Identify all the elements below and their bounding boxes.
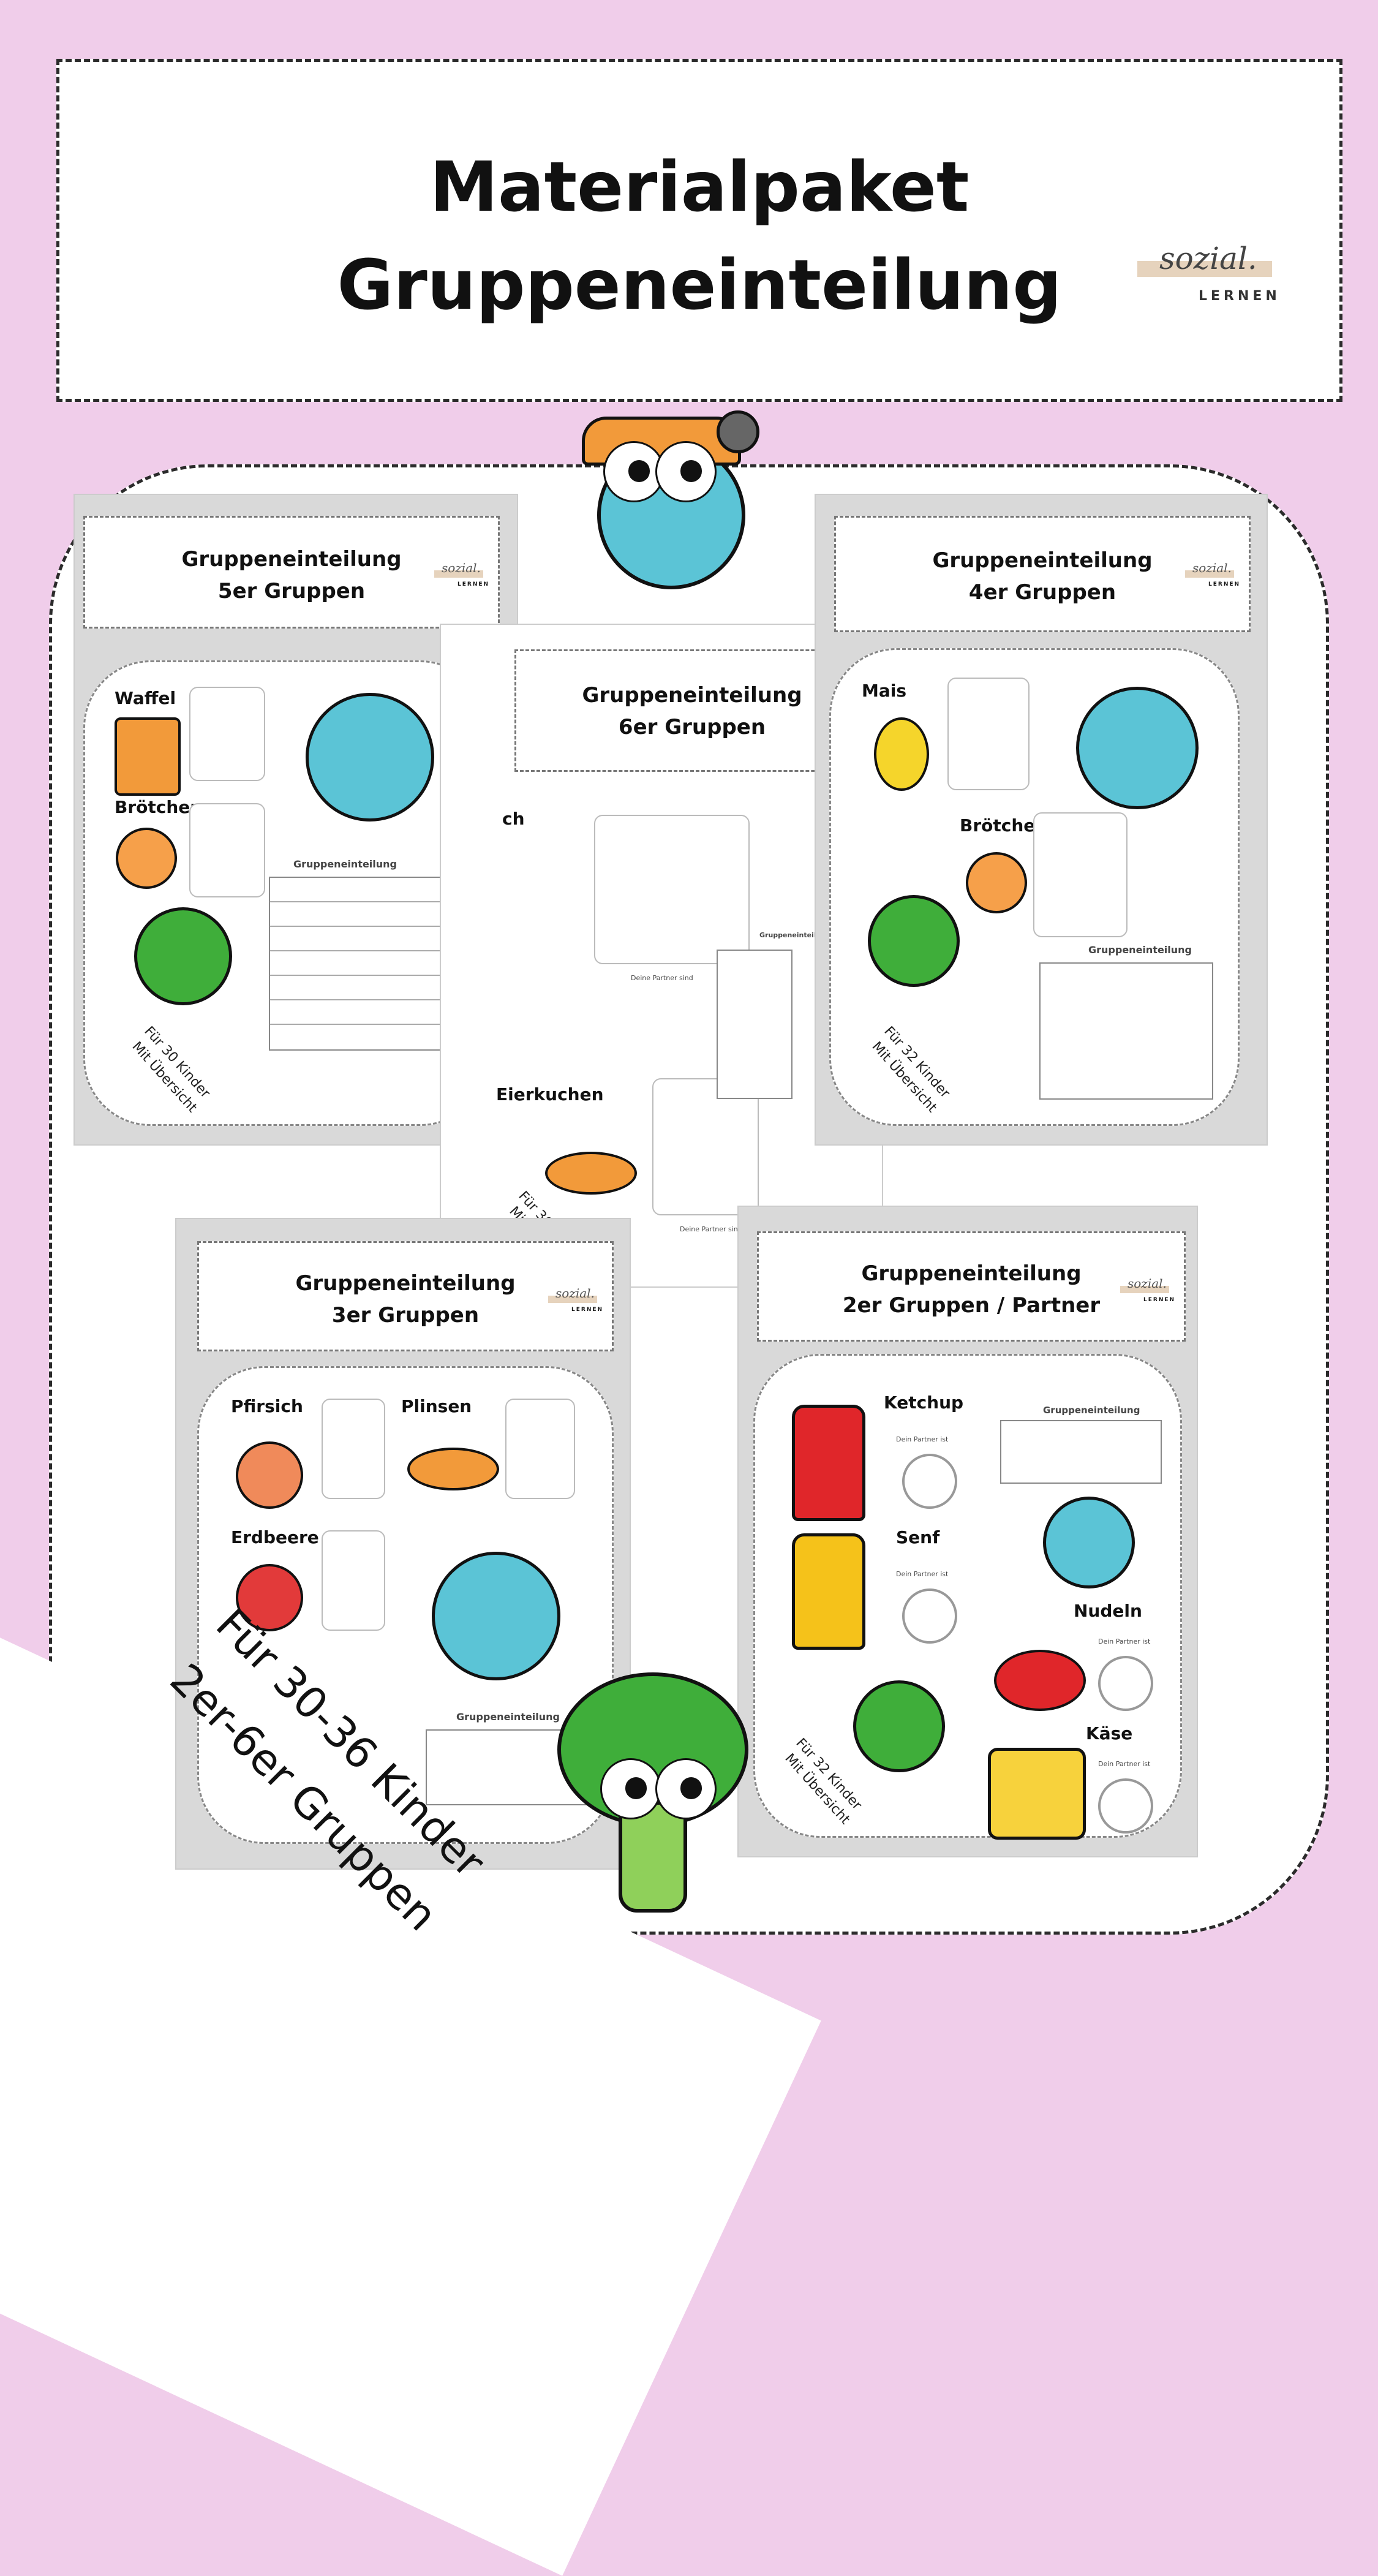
- s3-item-plinsen: Plinsen: [401, 1396, 472, 1416]
- s5-item-broetchen: Brötchen: [115, 797, 203, 817]
- sheet-3er: Gruppeneinteilung 3er Gruppen sozial.LER…: [176, 1219, 630, 1868]
- sheet-6er: Gruppeneinteilung 6er Gruppen ch Deine P…: [441, 625, 882, 1286]
- broccoli-mascot: [551, 1666, 753, 1913]
- mascot-top: [570, 404, 759, 589]
- title-box: Materialpaket Gruppeneinteilung sozial. …: [56, 59, 1342, 402]
- s6-item-eierkuchen: Eierkuchen: [496, 1084, 604, 1105]
- s5-item-waffel: Waffel: [115, 688, 176, 708]
- s3-item-erdbeere: Erdbeere: [231, 1527, 319, 1547]
- s6-title2: 6er Gruppen: [618, 715, 766, 739]
- sheet-2er: Gruppeneinteilung 2er Gruppen / Partner …: [739, 1207, 1197, 1856]
- title-line-1: Materialpaket: [429, 148, 969, 227]
- s2-title1: Gruppeneinteilung: [861, 1261, 1082, 1286]
- s2-item-ketchup: Ketchup: [884, 1392, 964, 1413]
- s4-item-mais: Mais: [862, 681, 907, 701]
- sheet-4er: Gruppeneinteilung 4er Gruppen sozial.LER…: [816, 495, 1267, 1144]
- s5-title1: Gruppeneinteilung: [181, 547, 402, 572]
- s3-title1: Gruppeneinteilung: [295, 1271, 516, 1296]
- s2-item-senf: Senf: [896, 1527, 940, 1547]
- s2-title2: 2er Gruppen / Partner: [842, 1293, 1101, 1318]
- logo-script: sozial.: [1159, 241, 1257, 276]
- logo-sub: LERNEN: [1199, 289, 1281, 304]
- s2-item-kaese: Käse: [1086, 1723, 1133, 1743]
- logo: sozial. LERNEN: [1137, 227, 1284, 325]
- s4-title1: Gruppeneinteilung: [932, 548, 1153, 573]
- title-line-2: Gruppeneinteilung: [337, 246, 1062, 325]
- s5-title2: 5er Gruppen: [217, 579, 366, 603]
- s4-item-broetchen: Brötchen: [960, 815, 1048, 836]
- s3-title2: 3er Gruppen: [331, 1303, 480, 1328]
- s3-item-pfirsich: Pfirsich: [231, 1396, 303, 1416]
- s6-title1: Gruppeneinteilung: [582, 683, 802, 708]
- s2-item-nudeln: Nudeln: [1074, 1601, 1142, 1621]
- s4-title2: 4er Gruppen: [968, 580, 1116, 605]
